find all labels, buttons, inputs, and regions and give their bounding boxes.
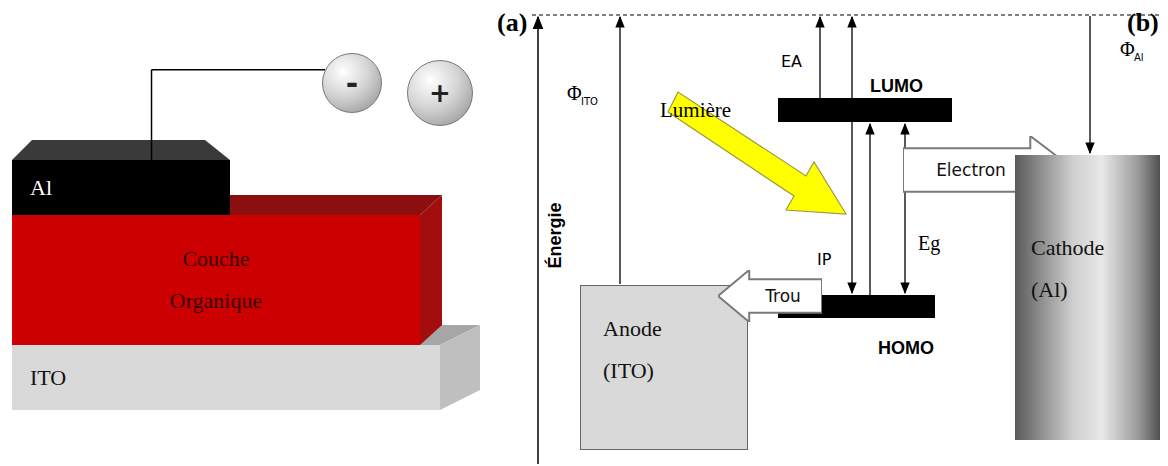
al-electrode: Al xyxy=(12,160,230,215)
node-text: Electron xyxy=(936,161,1006,180)
phi-ito-arrow xyxy=(619,17,620,284)
electron-affinity-label: EA xyxy=(781,52,802,71)
gap-label: Eg xyxy=(918,232,940,255)
excitation-arrow xyxy=(869,124,870,295)
energy-axis xyxy=(537,17,539,464)
node-text: + xyxy=(429,79,451,108)
minus-terminal: - xyxy=(322,53,382,113)
cathode-box: Cathode (Al) xyxy=(1015,155,1160,440)
node-text: Cathode (Al) xyxy=(1031,227,1131,311)
panel-letter: (a) xyxy=(497,8,527,38)
ionization-label: IP xyxy=(817,250,831,269)
lumo-bar xyxy=(778,98,952,122)
hole-arrow: Trou xyxy=(718,270,822,322)
work-function-subscript: Al xyxy=(1134,52,1144,63)
ip-arrow xyxy=(851,17,852,293)
al-top-face xyxy=(12,140,230,160)
ea-arrow xyxy=(819,17,820,98)
plus-terminal: + xyxy=(407,60,473,126)
anode-box: Anode (ITO) xyxy=(580,285,748,450)
homo-label: HOMO xyxy=(878,338,934,359)
node-text: - xyxy=(346,67,358,100)
wire xyxy=(152,69,326,71)
ito-layer: ITO xyxy=(12,345,440,410)
vacuum-level xyxy=(532,14,1160,15)
block-arrow xyxy=(718,270,822,322)
node-text: Trou xyxy=(765,287,801,306)
work-function-symbol: Φ xyxy=(1120,38,1135,61)
node-text: Al xyxy=(30,167,52,209)
work-function-symbol: Φ xyxy=(567,82,582,105)
work-function-subscript: ITO xyxy=(581,96,598,107)
wire xyxy=(151,70,153,160)
panel-letter: (b) xyxy=(1127,8,1159,38)
node-text: Anode (ITO) xyxy=(603,308,693,392)
node-text: ITO xyxy=(30,357,66,399)
phi-al-arrow xyxy=(1089,16,1090,153)
organic-side-face xyxy=(420,195,442,345)
axis-label: Énergie xyxy=(545,202,566,268)
ito-side-face xyxy=(440,325,480,410)
lumo-label: LUMO xyxy=(870,76,923,97)
node-text: Couche Organique xyxy=(151,238,281,322)
light-label: Lumière xyxy=(660,98,731,123)
organic-layer: Couche Organique xyxy=(12,215,420,345)
